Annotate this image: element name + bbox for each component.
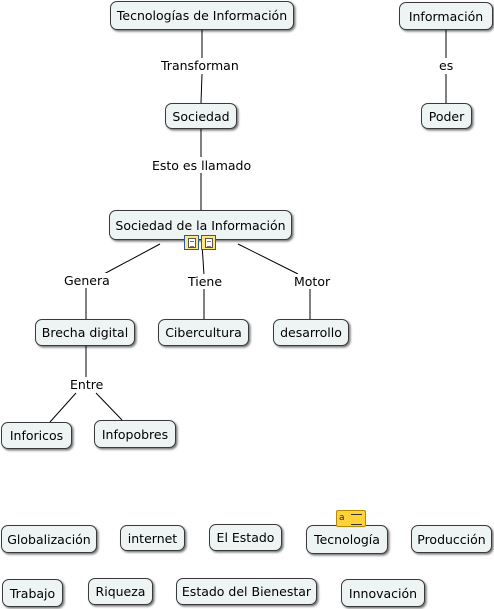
document-icon[interactable] bbox=[201, 235, 216, 250]
link-transforman[interactable]: Transforman bbox=[160, 58, 240, 73]
concept-desarrollo[interactable]: desarrollo bbox=[273, 319, 349, 346]
concept-produccion[interactable]: Producción bbox=[411, 525, 492, 553]
link-genera[interactable]: Genera bbox=[63, 273, 111, 288]
concept-trabajo[interactable]: Trabajo bbox=[2, 579, 63, 607]
concept-poder[interactable]: Poder bbox=[421, 103, 472, 129]
edge-entre-infopobres bbox=[95, 392, 123, 421]
concept-el-estado[interactable]: El Estado bbox=[209, 524, 282, 551]
edge-transforman-sociedad bbox=[200, 73, 203, 104]
concept-riqueza[interactable]: Riqueza bbox=[88, 578, 153, 605]
link-tiene[interactable]: Tiene bbox=[187, 274, 224, 289]
link-entre[interactable]: Entre bbox=[69, 377, 105, 392]
document-icon[interactable] bbox=[184, 235, 199, 250]
concept-informacion[interactable]: Información bbox=[399, 2, 493, 30]
edge-sociedadinfo-motor bbox=[237, 243, 299, 275]
concept-estado-del-bienestar[interactable]: Estado del Bienestar bbox=[176, 578, 317, 605]
link-motor[interactable]: Motor bbox=[293, 274, 332, 289]
concept-cibercultura[interactable]: Cibercultura bbox=[158, 319, 249, 346]
link-esto-es-llamado[interactable]: Esto es llamado bbox=[151, 158, 253, 173]
concept-infopobres[interactable]: Infopobres bbox=[94, 420, 176, 448]
concept-internet[interactable]: internet bbox=[120, 525, 185, 551]
edge-entre-inforicos bbox=[49, 392, 77, 423]
concept-brecha-digital[interactable]: Brecha digital bbox=[35, 319, 135, 346]
link-es[interactable]: es bbox=[438, 58, 455, 73]
concept-innovacion[interactable]: Innovación bbox=[341, 579, 425, 607]
concept-inforicos[interactable]: Inforicos bbox=[1, 422, 72, 449]
note-icon[interactable]: a bbox=[336, 510, 366, 527]
concept-sociedad-de-la-informacion[interactable]: Sociedad de la Información bbox=[109, 210, 292, 240]
concept-globalizacion[interactable]: Globalización bbox=[1, 525, 97, 553]
concept-sociedad[interactable]: Sociedad bbox=[165, 103, 237, 129]
concept-tecnologia[interactable]: Tecnología bbox=[306, 525, 388, 554]
concept-tecnologias-de-informacion[interactable]: Tecnologías de Información bbox=[110, 1, 294, 30]
edge-sociedadinfo-genera bbox=[101, 243, 161, 276]
